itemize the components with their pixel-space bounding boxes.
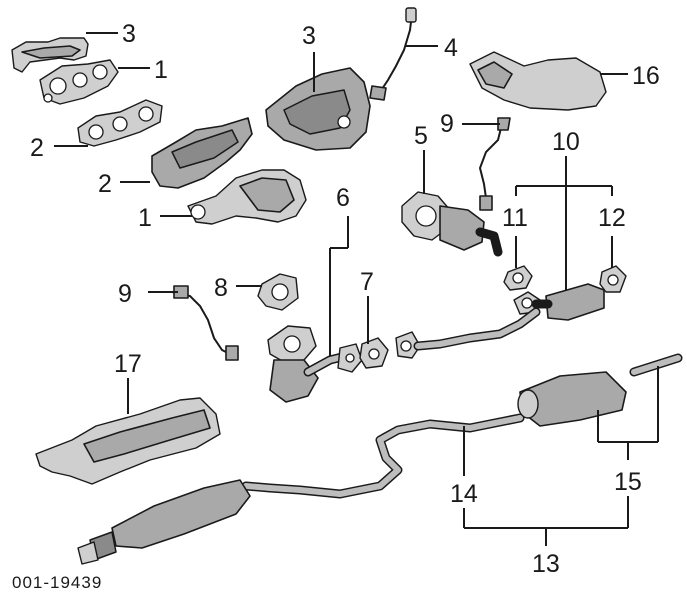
oxygen-sensor-upper bbox=[369, 7, 417, 101]
callout-14: 14 bbox=[450, 480, 478, 508]
callout-9-left: 9 bbox=[118, 280, 132, 308]
callout-11: 11 bbox=[502, 204, 528, 232]
callout-4: 4 bbox=[444, 34, 458, 62]
intermediate-pipe bbox=[395, 307, 541, 359]
gasket-7 bbox=[359, 337, 389, 369]
callout-7: 7 bbox=[360, 268, 374, 296]
callout-1-lower: 1 bbox=[138, 204, 152, 232]
callout-13: 13 bbox=[532, 550, 560, 578]
callout-3-top: 3 bbox=[302, 22, 316, 50]
callout-labels: 3 1 2 2 1 3 4 16 5 9 10 11 12 6 7 9 8 17… bbox=[30, 20, 660, 578]
callout-16: 16 bbox=[632, 62, 660, 90]
rear-muffler bbox=[517, 353, 683, 427]
manifold-gasket-lower bbox=[77, 99, 163, 147]
callout-3-upper-left: 3 bbox=[122, 20, 136, 48]
gasket-12 bbox=[599, 265, 627, 293]
resonator-assembly bbox=[513, 283, 605, 321]
heat-shield-upper bbox=[265, 67, 371, 151]
callout-6: 6 bbox=[336, 184, 350, 212]
heat-shield-floor bbox=[35, 397, 221, 485]
catalytic-converter-mid bbox=[267, 325, 363, 403]
gasket-11 bbox=[503, 265, 533, 291]
heat-shield-rear bbox=[469, 51, 607, 111]
oxygen-sensor-left bbox=[171, 285, 239, 361]
exhaust-pipe-muffler bbox=[77, 413, 525, 565]
exhaust-manifold bbox=[187, 169, 307, 225]
oxygen-sensor-right bbox=[478, 117, 511, 211]
flange-gasket-8 bbox=[257, 273, 299, 311]
leader-lines bbox=[54, 32, 659, 546]
callout-10: 10 bbox=[552, 128, 580, 156]
callout-5: 5 bbox=[414, 122, 428, 150]
manifold-gasket-upper bbox=[39, 59, 119, 105]
callout-2-lower: 2 bbox=[98, 170, 112, 198]
callout-8: 8 bbox=[214, 274, 228, 302]
callout-12: 12 bbox=[598, 204, 626, 232]
callout-17: 17 bbox=[114, 350, 142, 378]
callout-1-upper: 1 bbox=[154, 56, 168, 84]
callout-9-right: 9 bbox=[440, 110, 454, 138]
heat-shield-manifold bbox=[151, 117, 253, 189]
heat-shield-left bbox=[11, 37, 89, 73]
reference-code: 001-19439 bbox=[12, 573, 102, 592]
callout-15: 15 bbox=[614, 468, 642, 496]
callout-2-upper: 2 bbox=[30, 134, 44, 162]
